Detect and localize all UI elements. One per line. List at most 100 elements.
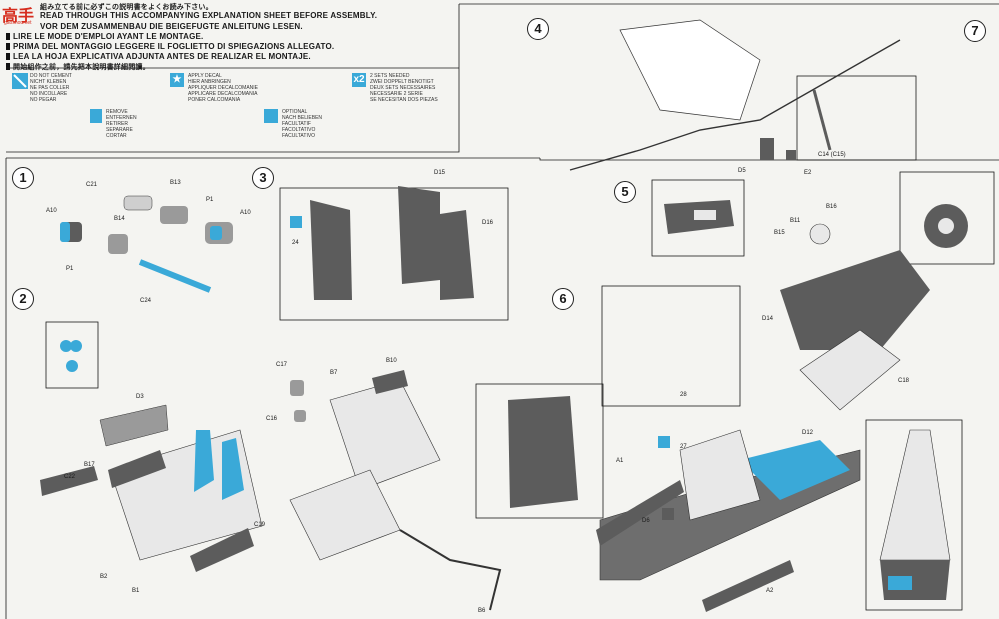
part-d16	[440, 210, 474, 300]
label-c22: C22	[64, 474, 76, 480]
chassis-paint-1	[194, 430, 214, 492]
part-c18	[799, 329, 901, 411]
label-c18: C18	[898, 378, 910, 384]
step-1-number: 1	[12, 167, 34, 189]
label-c14: C14 (C15)	[818, 152, 846, 158]
step-4-number: 4	[527, 18, 549, 40]
watermark-site: gaoshou.net	[4, 20, 32, 26]
label-p1-top: P1	[206, 197, 214, 203]
label-d16: D16	[482, 220, 494, 226]
label-c21: C21	[86, 182, 98, 188]
step-4-parts: D5 E2 C14 (C15)	[569, 19, 901, 176]
label-c16: C16	[266, 416, 278, 422]
gearbox-b7	[329, 379, 441, 491]
header-line-5: PRIMA DEL MONTAGGIO LEGGERE IL FOGLIETTO…	[6, 42, 334, 51]
header-line-6: LEA LA HOJA EXPLICATIVA ADJUNTA ANTES DE…	[6, 52, 311, 61]
frame-lines	[5, 3, 999, 619]
label-d14: D14	[762, 316, 774, 322]
step-2-detail-box-2	[475, 383, 604, 519]
step-2-detail-box	[45, 321, 99, 389]
label-b6: B6	[478, 608, 486, 614]
step-2-parts: D3 B17 C22 B2 B1 C19	[40, 340, 266, 594]
label-b13: B13	[170, 180, 181, 186]
header-line-6-text: LEA LA HOJA EXPLICATIVA ADJUNTA ANTES DE…	[13, 52, 311, 61]
driveshaft-c24	[138, 259, 212, 293]
label-b15: B15	[774, 230, 785, 236]
part-c14	[812, 89, 832, 151]
engine-block-d3	[99, 404, 169, 447]
detail-bolt-3	[66, 360, 78, 372]
step-3-frame	[279, 187, 509, 321]
step-5-wheel-box	[899, 171, 995, 265]
cowl-d14	[780, 250, 930, 350]
step-5-number: 5	[614, 181, 636, 203]
label-d3: D3	[136, 394, 144, 400]
cockpit	[679, 429, 761, 521]
step-5-parts: B11 B15 B16	[664, 200, 968, 248]
step-4-detail-box	[796, 75, 917, 161]
label-a1: A1	[616, 458, 624, 464]
part-d6	[662, 508, 674, 520]
steering-wheel-small	[809, 223, 831, 245]
watermark-logo: 高手	[2, 8, 35, 25]
label-e2: E2	[804, 170, 812, 176]
label-24: 24	[292, 240, 299, 246]
part-c17	[290, 380, 304, 396]
step-6-parts: D14 C18 D12 A1 D6 A2 27 28	[596, 250, 951, 612]
label-b2: B2	[100, 574, 108, 580]
detail-bolt-1	[60, 340, 72, 352]
no-cement-cross-icon	[13, 74, 27, 88]
label-d15: D15	[434, 170, 446, 176]
floor-paint	[740, 440, 850, 500]
detail-engine-cover	[508, 396, 578, 508]
chassis-paint-2	[222, 438, 244, 500]
header-line-7: 開始組作之前，請先把本說明書詳細閲讀。	[6, 62, 150, 72]
upright-b13	[160, 206, 188, 224]
two-sets-icon: x2	[352, 73, 366, 87]
header-line-1: 組み立てる前に必ずこの説明書をよくお読み下さい。	[40, 4, 213, 11]
engine-top	[289, 469, 401, 561]
part-c19	[190, 528, 254, 572]
engine-assembly	[619, 19, 761, 121]
detail-bolt-2	[70, 340, 82, 352]
label-b16: B16	[826, 204, 837, 210]
label-b7: B7	[330, 370, 338, 376]
decal-star-step3	[290, 216, 302, 228]
rear-suspension-b6	[399, 529, 502, 611]
legend-box: DO NOT CEMENT NICHT KLEBEN NE PAS COLLER…	[6, 71, 440, 153]
label-a10-left: A10	[46, 208, 57, 214]
legend-two-sets: 2 SETS NEEDED ZWEI DOPPELT BENOTIGT DEUX…	[370, 73, 438, 103]
label-b14: B14	[114, 216, 125, 222]
step-2-number: 2	[12, 288, 34, 310]
label-a2: A2	[766, 588, 774, 594]
nose-paint	[888, 576, 912, 590]
part-d15	[398, 186, 440, 284]
remove-icon	[90, 109, 102, 123]
step-6-nose-box	[865, 419, 963, 611]
label-b11: B11	[790, 218, 801, 224]
header-line-4-text: LIRE LE MODE D'EMPLOI AYANT LE MONTAGE.	[13, 32, 204, 41]
part-e2	[786, 150, 796, 160]
nose-cone	[879, 429, 951, 561]
step-5-dash-box	[651, 179, 745, 257]
label-b1: B1	[132, 588, 140, 594]
part-c22	[40, 466, 98, 496]
sidepod-left	[310, 200, 352, 300]
header-line-2: READ THROUGH THIS ACCOMPANYING EXPLANATI…	[40, 11, 378, 20]
label-c24: C24	[140, 298, 152, 304]
label-28: 28	[680, 392, 687, 398]
brake-disc-left-paint	[60, 222, 70, 242]
label-b10: B10	[386, 358, 397, 364]
label-b17: B17	[84, 462, 95, 468]
dashboard-screen	[694, 210, 716, 220]
part-c16	[294, 410, 306, 422]
label-d5: D5	[738, 168, 746, 174]
step-7-number: 7	[964, 20, 986, 42]
part-d5	[760, 138, 774, 160]
label-d12: D12	[802, 430, 814, 436]
label-27: 27	[680, 444, 687, 450]
label-d6: D6	[642, 518, 650, 524]
rear-frame	[569, 39, 901, 171]
label-c19: C19	[254, 522, 266, 528]
